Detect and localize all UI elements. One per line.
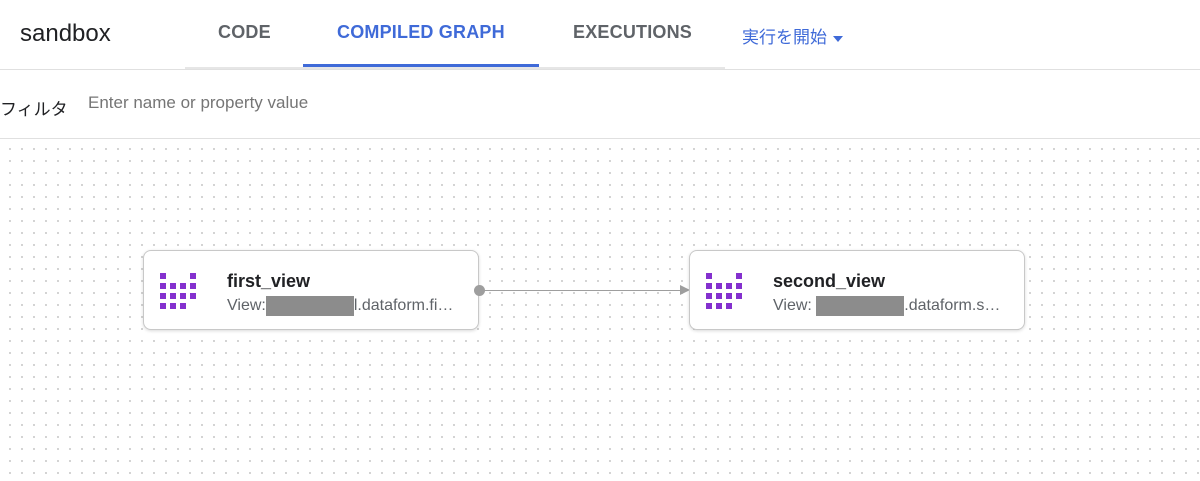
filter-input[interactable] xyxy=(88,93,588,113)
graph-node-first-view[interactable]: first_view View:l.dataform.fi… xyxy=(143,250,479,330)
node-name: second_view xyxy=(773,271,886,291)
edge-source-dot xyxy=(474,285,485,296)
view-icon xyxy=(160,273,196,309)
project-title: sandbox xyxy=(20,20,111,47)
node-name: first_view xyxy=(227,271,311,291)
caret-down-icon xyxy=(833,35,843,42)
node-subtitle: View: .dataform.s… xyxy=(773,296,1001,316)
redacted-block xyxy=(265,296,354,316)
graph-node-second-view[interactable]: second_view View: .dataform.s… xyxy=(689,250,1025,330)
tab-executions[interactable]: EXECUTIONS xyxy=(573,22,693,42)
filter-label: フィルタ xyxy=(0,100,68,119)
edge-line xyxy=(479,290,685,291)
divider xyxy=(0,69,1200,70)
node-subtitle: View:l.dataform.fi… xyxy=(227,296,454,316)
tab-compiled-graph[interactable]: COMPILED GRAPH xyxy=(337,22,505,42)
arrow-head-icon xyxy=(680,285,690,295)
tab-code[interactable]: CODE xyxy=(218,22,271,42)
tab-bar xyxy=(185,0,725,70)
start-execution-label: 実行を開始 xyxy=(742,28,827,47)
start-execution-button[interactable]: 実行を開始 xyxy=(742,23,843,48)
view-icon xyxy=(706,273,742,309)
redacted-block xyxy=(816,296,905,316)
active-tab-indicator xyxy=(303,64,539,67)
